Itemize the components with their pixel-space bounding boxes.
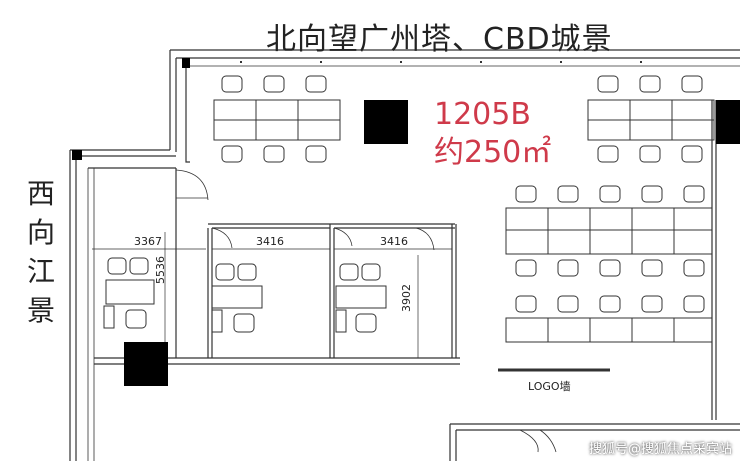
west-view-char: 江	[26, 255, 55, 288]
office-furniture	[103, 257, 387, 333]
door-swing	[175, 169, 209, 201]
office3-west-wall	[329, 224, 335, 358]
office3-east-wall	[451, 224, 457, 358]
office1-width-dim: 3367	[134, 235, 162, 248]
office-front-wall	[208, 223, 330, 229]
column	[364, 100, 408, 144]
column	[124, 342, 168, 386]
west-view-char: 景	[26, 294, 55, 327]
office3-width-dim: 3416	[380, 235, 408, 248]
office1-west-wall	[87, 168, 95, 461]
workstation-group	[505, 185, 713, 277]
unit-number: 1205B	[434, 97, 531, 132]
north-wall	[170, 49, 740, 59]
door-swing	[333, 227, 353, 247]
unit-label: 1205B 约250㎡	[434, 96, 551, 172]
west-view-label: 西 向 江 景	[24, 174, 58, 330]
west-wall-upper	[169, 50, 190, 163]
door-swing	[211, 227, 233, 249]
column	[716, 100, 740, 144]
workstation-group	[587, 75, 715, 163]
south-wall	[449, 423, 740, 461]
unit-area: 约250㎡	[434, 135, 552, 170]
office3-depth-dim: 3902	[400, 284, 413, 312]
west-view-char: 西	[26, 177, 55, 210]
office2-width-dim: 3416	[256, 235, 284, 248]
workstation-group	[213, 75, 341, 163]
door-swing	[415, 227, 435, 251]
watermark: 搜狐号@搜狐焦点采宾站	[588, 442, 732, 457]
logo-wall-label: LOGO墙	[528, 380, 571, 393]
office1-depth-dim: 5536	[154, 256, 167, 284]
west-wall-step	[69, 149, 176, 461]
dim-line	[164, 232, 419, 358]
column	[182, 58, 190, 68]
workstation-group	[505, 295, 713, 343]
column	[72, 150, 82, 160]
office2-west-wall	[207, 228, 213, 358]
west-view-char: 向	[26, 216, 55, 249]
north-view-label: 北向望广州塔、CBD城景	[266, 22, 613, 57]
door-swing	[519, 429, 557, 453]
east-wall	[711, 100, 717, 420]
